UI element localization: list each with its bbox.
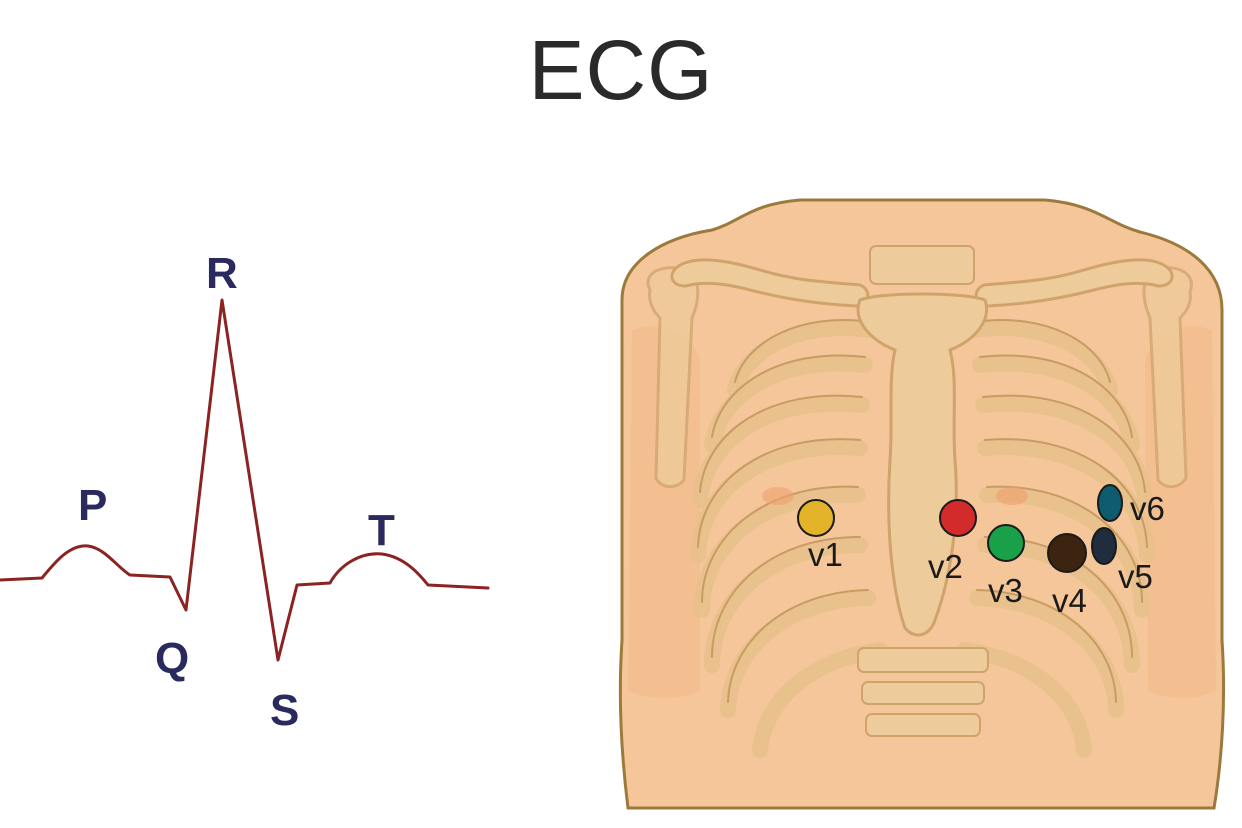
electrode-v4 [1047, 533, 1087, 573]
electrode-label-v5: v5 [1118, 558, 1153, 595]
right-nipple [996, 487, 1028, 505]
electrode-label-v3: v3 [988, 572, 1023, 609]
left-humerus [646, 266, 700, 488]
sternum [856, 292, 988, 637]
wave-label-p: P [78, 481, 107, 530]
wave-label-s: S [270, 686, 299, 735]
electrode-label-v6: v6 [1130, 490, 1165, 527]
ecg-waveform: P Q R S T [0, 249, 490, 735]
electrode-v3 [987, 524, 1025, 562]
electrode-label-v4: v4 [1052, 582, 1087, 619]
electrode-v5 [1091, 527, 1117, 565]
wave-label-q: Q [155, 634, 189, 683]
electrode-v2 [939, 499, 977, 537]
wave-label-r: R [206, 249, 238, 298]
rib-cage [690, 319, 1155, 758]
torso-illustration: v1 v2 v3 v4 v5 v6 [618, 198, 1226, 810]
ecg-trace-line [0, 298, 490, 662]
diagram-title: ECG [528, 23, 714, 117]
electrode-label-v1: v1 [808, 536, 843, 573]
wave-label-t: T [368, 506, 395, 555]
spine [857, 245, 989, 737]
electrode-v1 [797, 499, 835, 537]
electrode-label-v2: v2 [928, 548, 963, 585]
left-clavicle [670, 258, 870, 308]
electrodes [797, 484, 1123, 573]
left-nipple [762, 487, 794, 505]
right-clavicle [974, 258, 1174, 308]
right-humerus [1142, 266, 1193, 488]
electrode-v6 [1097, 484, 1123, 522]
